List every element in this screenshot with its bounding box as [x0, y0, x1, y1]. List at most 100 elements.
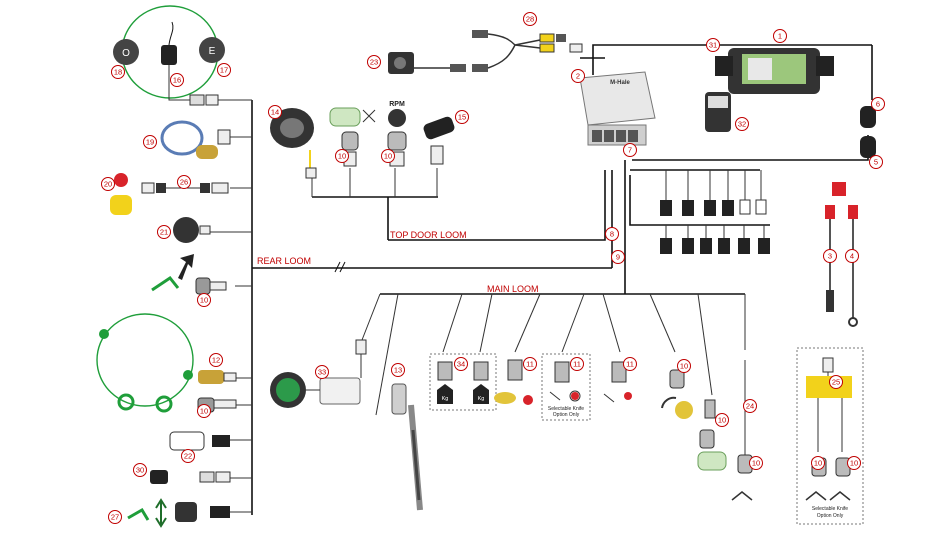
module-16-icon — [161, 45, 177, 65]
callout-circle — [623, 357, 637, 371]
callout-number: 14 — [271, 108, 279, 117]
callout-number: 30 — [136, 466, 144, 475]
callout-number: 23 — [370, 58, 378, 67]
callout-circle — [735, 117, 749, 131]
key-e-icon — [199, 37, 225, 63]
callout-circle — [177, 175, 191, 189]
callout-number: 7 — [628, 146, 632, 155]
controller-box: M-Hale — [579, 71, 656, 146]
callout-circle — [367, 55, 381, 69]
sensor-21-icon — [173, 217, 211, 243]
callout-circle — [623, 143, 637, 157]
callout-circle — [101, 177, 115, 191]
callout-circle — [869, 155, 883, 169]
callout-number: 8 — [610, 230, 614, 239]
callout-number: 10 — [200, 296, 208, 305]
callout-circle — [111, 65, 125, 79]
kg-label-1: Kg — [442, 396, 449, 402]
callout-circle — [157, 225, 171, 239]
callout-number: 6 — [876, 100, 880, 109]
callout-circle — [315, 365, 329, 379]
callout-circle — [217, 63, 231, 77]
splitter-28-icon — [472, 30, 583, 53]
callout-circle — [605, 227, 619, 241]
callout-number: 34 — [457, 360, 465, 369]
callout-circle — [773, 29, 787, 43]
knives-text-b: Option Only — [553, 412, 580, 418]
callout-number: 22 — [184, 452, 192, 461]
callout-circle — [170, 73, 184, 87]
callout-number: 28 — [526, 15, 534, 24]
callout-number: 25 — [832, 378, 840, 387]
callout-circle — [823, 249, 837, 263]
sensor-19-icon — [160, 120, 231, 159]
callout-circle — [197, 293, 211, 307]
callout-number: 21 — [160, 228, 168, 237]
knives-text-c: Selectable Knife — [812, 506, 848, 512]
callout-number: 26 — [180, 178, 188, 187]
callout-number: 9 — [616, 253, 620, 262]
callout-circle — [570, 357, 584, 371]
key-e-label: E — [209, 46, 216, 57]
module-33-icon — [270, 339, 367, 408]
sensor-22-icon — [169, 431, 230, 451]
callout-circle — [454, 357, 468, 371]
sensor-11-a — [494, 359, 533, 405]
callout-number: 10 — [384, 152, 392, 161]
callout-circle — [209, 353, 223, 367]
sensor-11-c — [603, 361, 632, 403]
callout-number: 13 — [394, 366, 402, 375]
power-leads-3-4 — [825, 205, 858, 327]
callout-number: 24 — [746, 402, 754, 411]
callout-number: 18 — [114, 68, 122, 77]
controller-brand: M-Hale — [610, 80, 630, 86]
key-o-icon — [113, 39, 139, 65]
valve-block-solenoids — [660, 170, 770, 254]
sensor-10-group — [661, 369, 753, 501]
display-unit — [715, 48, 834, 94]
callout-number: 32 — [738, 120, 746, 129]
callout-circle — [391, 363, 405, 377]
callout-number: 10 — [680, 362, 688, 371]
callout-circle — [743, 399, 757, 413]
net-roll-icon — [329, 107, 376, 167]
callout-circle — [268, 105, 282, 119]
lever-icon — [151, 254, 227, 295]
callout-number: 16 — [173, 76, 181, 85]
loom-break-mark — [334, 261, 346, 273]
callout-circle — [829, 375, 843, 389]
callout-number: 10 — [752, 459, 760, 468]
wire-lines — [210, 44, 873, 515]
callout-number: 10 — [718, 416, 726, 425]
callout-circle — [715, 413, 729, 427]
callout-number: 10 — [814, 459, 822, 468]
valve-27-icon — [127, 498, 230, 528]
callout-number: 19 — [146, 138, 154, 147]
callout-number: 11 — [573, 360, 581, 369]
callout-circle — [677, 359, 691, 373]
callout-number: 2 — [576, 72, 580, 81]
callout-circle — [143, 135, 157, 149]
callout-circle — [181, 449, 195, 463]
callout-circle — [335, 149, 349, 163]
callout-number: 1 — [778, 32, 782, 41]
callout-circle — [523, 12, 537, 26]
callout-number: 27 — [111, 513, 119, 522]
rpm-sensor-icon: RPM — [387, 101, 407, 167]
callout-circle — [133, 463, 147, 477]
selectable-knives-box: Selectable Knife Option Only — [541, 353, 591, 421]
callout-number: 11 — [526, 360, 534, 369]
callout-number: 11 — [626, 360, 634, 369]
main-loom-label: MAIN LOOM — [487, 284, 539, 294]
callout-circle — [845, 249, 859, 263]
key-o-label: O — [122, 48, 130, 59]
callout-circle — [706, 38, 720, 52]
joystick-32-icon — [705, 92, 731, 132]
top-door-loom-label: TOP DOOR LOOM — [390, 230, 467, 240]
callout-circle — [749, 456, 763, 470]
connector-6-5 — [832, 106, 876, 196]
option-box-25: Selectable Knife Option Only — [796, 347, 864, 525]
callout-circle — [523, 357, 537, 371]
callout-number: 20 — [104, 180, 112, 189]
callout-number: 5 — [874, 158, 878, 167]
